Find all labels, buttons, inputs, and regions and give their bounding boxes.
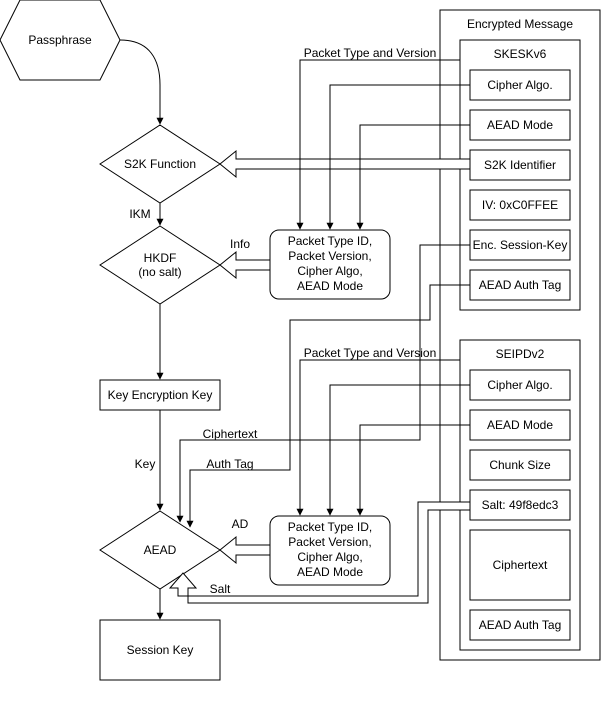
svg-text:(no salt): (no salt) (138, 265, 181, 279)
skesk-field-iv: IV: 0xC0FFEE (482, 198, 558, 212)
seipd-packet: SEIPDv2 Cipher Algo. AEAD Mode Chunk Siz… (459, 339, 581, 651)
skesk-field-cipher-algo: Cipher Algo. (487, 78, 552, 92)
svg-text:Packet Type ID,: Packet Type ID, (288, 520, 373, 534)
skesk-ptv-label: Packet Type and Version (304, 46, 437, 60)
seipd-ptv-label: Packet Type and Version (304, 346, 437, 360)
info-block-arrow (219, 250, 271, 280)
seipd-field-cipher-algo: Cipher Algo. (487, 378, 552, 392)
skesk-field-aead-mode: AEAD Mode (487, 118, 553, 132)
svg-text:Packet Version,: Packet Version, (288, 249, 371, 263)
info-label: Info (230, 237, 250, 251)
seipd-field-chunk-size: Chunk Size (489, 458, 551, 472)
seipd-field-ciphertext: Ciphertext (493, 558, 548, 572)
svg-text:HKDF: HKDF (144, 251, 177, 265)
seipd-aead-mode-arrow (356, 424, 470, 516)
session-key-node: Session Key (99, 619, 221, 681)
skesk-packet: SKESKv6 Cipher Algo. AEAD Mode S2K Ident… (459, 39, 581, 311)
svg-text:S2K Function: S2K Function (124, 157, 196, 171)
svg-text:AEAD Mode: AEAD Mode (297, 279, 363, 293)
skesk-cipher-arrow (326, 84, 470, 230)
auth-tag-label: Auth Tag (206, 457, 253, 471)
auth-tag-arrow (186, 284, 470, 528)
skesk-field-s2k-identifier: S2K Identifier (484, 158, 556, 172)
svg-text:AEAD: AEAD (144, 543, 177, 557)
key-label: Key (135, 457, 156, 471)
ciphertext-arrow (176, 244, 470, 523)
skesk-title: SKESKv6 (494, 47, 547, 61)
ikm-label: IKM (129, 207, 150, 221)
svg-text:Cipher Algo,: Cipher Algo, (297, 264, 362, 278)
passphrase-node: Passphrase (0, 0, 121, 81)
aead-node: AEAD (99, 510, 221, 590)
hkdf-info-box: Packet Type ID, Packet Version, Cipher A… (269, 229, 391, 300)
seipd-ptv-arrow (296, 359, 460, 516)
seipd-field-aead-auth-tag: AEAD Auth Tag (479, 618, 562, 632)
svg-text:AEAD Mode: AEAD Mode (297, 565, 363, 579)
svg-text:Packet Type ID,: Packet Type ID, (288, 234, 373, 248)
ad-label: AD (232, 517, 249, 531)
aead-ad-box: Packet Type ID, Packet Version, Cipher A… (269, 515, 391, 586)
skesk-field-enc-session-key: Enc. Session-Key (473, 238, 568, 252)
ad-block-arrow (219, 535, 271, 565)
svg-text:Passphrase: Passphrase (28, 33, 92, 47)
skesk-field-aead-auth-tag: AEAD Auth Tag (479, 278, 562, 292)
passphrase-to-s2k-arrow (119, 39, 164, 125)
seipd-field-aead-mode: AEAD Mode (487, 418, 553, 432)
skesk-aead-mode-arrow (356, 124, 470, 230)
salt-label: Salt (210, 582, 231, 596)
svg-text:Session Key: Session Key (127, 643, 194, 657)
seipd-cipher-arrow (326, 384, 470, 516)
svg-text:Cipher Algo,: Cipher Algo, (297, 550, 362, 564)
s2k-function-node: S2K Function (99, 124, 221, 204)
encrypted-message-title: Encrypted Message (467, 17, 573, 31)
ciphertext-label: Ciphertext (203, 427, 258, 441)
skesk-ptv-arrow (296, 59, 460, 230)
hkdf-node: HKDF (no salt) (99, 225, 221, 305)
key-encryption-key-node: Key Encryption Key (99, 379, 221, 411)
salt-block-arrow (168, 501, 471, 604)
seipd-title: SEIPDv2 (496, 347, 545, 361)
svg-text:Key Encryption Key: Key Encryption Key (108, 388, 213, 402)
seipd-field-salt: Salt: 49f8edc3 (482, 498, 559, 512)
svg-text:Packet Version,: Packet Version, (288, 535, 371, 549)
s2k-identifier-block-arrow (219, 149, 471, 179)
